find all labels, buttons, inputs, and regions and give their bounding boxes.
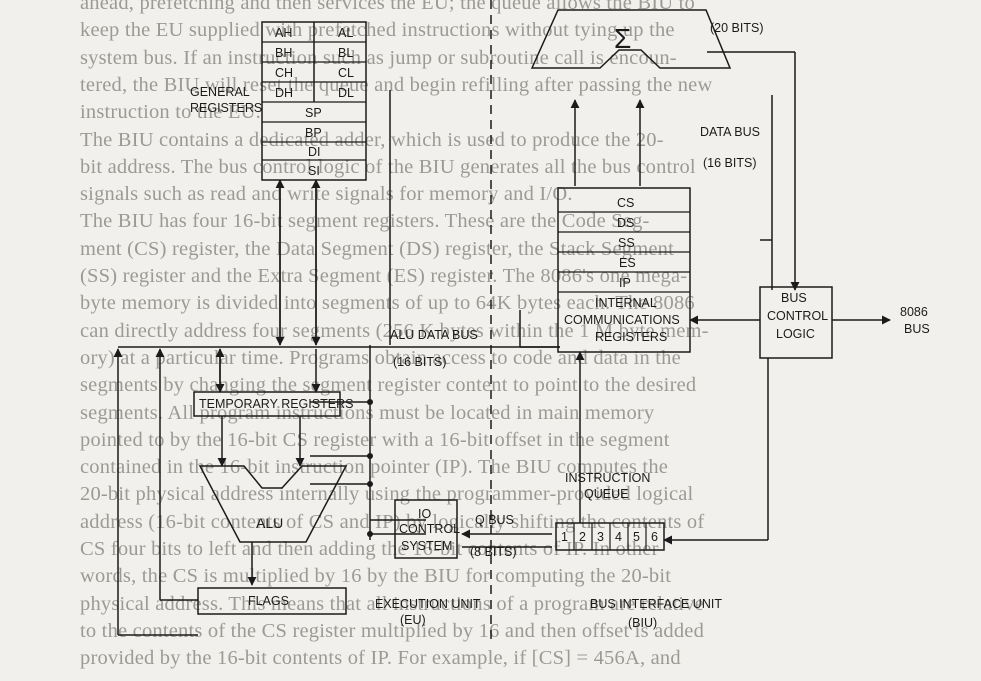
junction-dots <box>367 399 373 537</box>
register-ah: AH <box>275 26 292 40</box>
register-al: AL <box>338 26 353 40</box>
register-ch: CH <box>275 66 293 80</box>
general-registers-label-1: GENERAL <box>190 85 250 99</box>
data-bus-label: DATA BUS <box>700 125 760 139</box>
adder-width-label: (20 BITS) <box>710 21 764 35</box>
temporary-registers-block: TEMPORARY REGISTERS <box>193 391 353 417</box>
alu-block: ALU <box>198 465 348 543</box>
flags-label: FLAGS <box>248 594 289 608</box>
queue-cell-5: 5 <box>633 530 640 544</box>
address-adder: Σ <box>530 9 732 69</box>
data-bus-width: (16 BITS) <box>703 156 757 170</box>
register-bp: BP <box>305 126 322 140</box>
internal-comm-label-3: REGISTERS <box>595 330 667 344</box>
register-dl: DL <box>338 86 354 100</box>
register-di: DI <box>308 145 321 159</box>
alu-data-bus-width: (16 BITS) <box>393 355 447 369</box>
q-bus-width: (8 BITS) <box>470 545 517 559</box>
general-registers-label-2: REGISTERS <box>190 101 262 115</box>
queue-cell-2: 2 <box>579 530 586 544</box>
instruction-queue-label-2: QUEUE <box>584 487 628 501</box>
execution-unit-abbr: (EU) <box>400 613 426 627</box>
internal-comm-label-1: INTERNAL <box>595 296 657 310</box>
io-control-label-2: CONTROL <box>399 522 460 536</box>
register-es: ES <box>619 256 636 270</box>
instruction-queue-label-1: INSTRUCTION <box>565 471 650 485</box>
io-control-label-3: SYSTEM <box>401 539 452 553</box>
register-cs: CS <box>617 196 634 210</box>
register-cl: CL <box>338 66 354 80</box>
register-ss: SS <box>618 236 635 250</box>
bus-control-label-3: LOGIC <box>776 327 815 341</box>
queue-cell-6: 6 <box>651 530 658 544</box>
alu-label: ALU <box>256 515 283 531</box>
wiring <box>113 0 891 640</box>
bus-interface-unit-abbr: (BIU) <box>628 616 657 630</box>
register-sp: SP <box>305 106 322 120</box>
queue-cell-3: 3 <box>597 530 604 544</box>
execution-unit-label: EXECUTION UNIT <box>375 597 481 611</box>
bus-interface-unit-label: BUS INTERFACE UNIT <box>590 597 722 611</box>
internal-comm-label-2: COMMUNICATIONS <box>564 313 680 327</box>
register-bl: BL <box>338 46 353 60</box>
bus-control-label-2: CONTROL <box>767 309 828 323</box>
queue-cell-4: 4 <box>615 530 622 544</box>
register-ds: DS <box>617 216 634 230</box>
register-dh: DH <box>275 86 293 100</box>
register-bh: BH <box>275 46 292 60</box>
external-bus-label-2: BUS <box>904 322 930 336</box>
register-ip: IP <box>619 276 631 290</box>
io-control-label-1: IO <box>418 507 431 521</box>
temporary-registers-label: TEMPORARY REGISTERS <box>199 397 353 411</box>
general-registers-block: AH AL BH BL CH CL DH DL SP BP DI SI <box>261 21 367 181</box>
q-bus-label: Q BUS <box>475 513 514 527</box>
sigma-symbol: Σ <box>614 23 631 54</box>
queue-cell-1: 1 <box>561 530 568 544</box>
external-bus-label-1: 8086 <box>900 305 928 319</box>
flags-block: FLAGS <box>197 587 347 615</box>
alu-data-bus-label: ALU DATA BUS <box>390 328 478 342</box>
io-control-block: IO CONTROL SYSTEM <box>394 499 460 559</box>
segment-registers-block: CS DS SS ES IP INTERNAL COMMUNICATIONS R… <box>557 187 691 353</box>
bus-control-logic-block: BUS CONTROL LOGIC <box>759 286 833 359</box>
bus-control-label-1: BUS <box>781 291 807 305</box>
register-si: SI <box>308 164 320 178</box>
